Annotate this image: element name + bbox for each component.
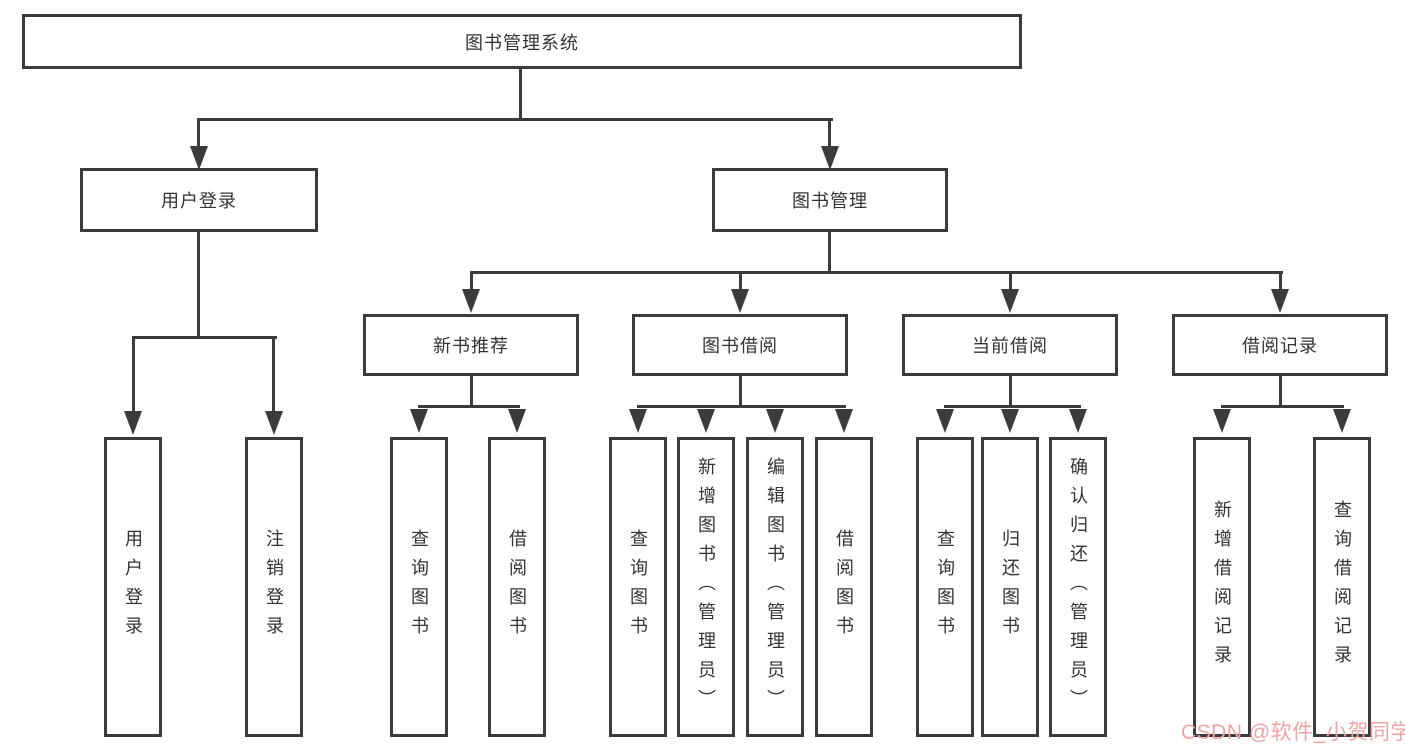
arrow-down-icon xyxy=(766,409,784,433)
leaf-label: 用户登录 xyxy=(123,529,143,645)
leaf-add-borrow-record: 新增借阅记录 xyxy=(1193,437,1251,737)
leaf-borrow-book: 借阅图书 xyxy=(815,437,873,737)
arrow-down-icon xyxy=(265,411,283,435)
leaf-confirm-return-admin: 确认归还（管理员） xyxy=(1049,437,1107,737)
node-label: 图书借阅 xyxy=(702,336,778,356)
connector-drop-borrow-records xyxy=(1279,271,1282,291)
connector-book-mgmt-stem xyxy=(828,230,831,273)
connector-current-hline xyxy=(944,405,1081,408)
connector-drop-book-borrow xyxy=(739,271,742,291)
leaf-borrow-book-recommend: 借阅图书 xyxy=(488,437,546,737)
node-root-system: 图书管理系统 xyxy=(22,14,1022,69)
leaf-label: 新增借阅记录 xyxy=(1212,500,1232,674)
node-label: 借阅记录 xyxy=(1242,336,1318,356)
node-book-borrow: 图书借阅 xyxy=(632,314,848,376)
leaf-add-book-admin: 新增图书（管理员） xyxy=(677,437,735,737)
leaf-label: 确认归还（管理员） xyxy=(1068,456,1088,718)
leaf-label: 查询图书 xyxy=(409,529,429,645)
arrow-down-icon xyxy=(1271,289,1289,313)
connector-drop-leaf-user-login xyxy=(132,336,135,414)
arrow-down-icon xyxy=(697,409,715,433)
arrow-down-icon xyxy=(190,146,208,170)
node-borrow-records: 借阅记录 xyxy=(1172,314,1388,376)
leaf-label: 查询图书 xyxy=(935,529,955,645)
connector-drop-current-borrow xyxy=(1009,271,1012,291)
connector-records-hline xyxy=(1221,405,1344,408)
leaf-query-borrow-record: 查询借阅记录 xyxy=(1313,437,1371,737)
leaf-query-book-borrow: 查询图书 xyxy=(609,437,667,737)
connector-root-stem xyxy=(519,66,522,118)
arrow-down-icon xyxy=(124,411,142,435)
connector-drop-leaf-logout xyxy=(272,336,275,414)
arrow-down-icon xyxy=(835,409,853,433)
leaf-label: 注销登录 xyxy=(264,529,284,645)
arrow-down-icon xyxy=(508,409,526,433)
arrow-down-icon xyxy=(1001,289,1019,313)
node-current-borrow: 当前借阅 xyxy=(902,314,1118,376)
node-label: 新书推荐 xyxy=(433,336,509,356)
leaf-query-book-recommend: 查询图书 xyxy=(390,437,448,737)
leaf-edit-book-admin: 编辑图书（管理员） xyxy=(746,437,804,737)
node-book-management: 图书管理 xyxy=(712,168,948,232)
connector-recommend-hline xyxy=(418,405,520,408)
node-label: 用户登录 xyxy=(161,191,237,211)
leaf-label: 新增图书（管理员） xyxy=(696,456,716,718)
connector-current-stem xyxy=(1009,374,1012,408)
arrow-down-icon xyxy=(1001,409,1019,433)
arrow-down-icon xyxy=(462,289,480,313)
node-label: 图书管理 xyxy=(792,191,868,211)
node-label: 图书管理系统 xyxy=(465,32,579,53)
leaf-label: 查询借阅记录 xyxy=(1332,500,1352,674)
arrow-down-icon xyxy=(629,409,647,433)
leaf-user-login: 用户登录 xyxy=(104,437,162,737)
arrow-down-icon xyxy=(1333,409,1351,433)
leaf-label: 编辑图书（管理员） xyxy=(765,456,785,718)
node-label: 当前借阅 xyxy=(972,336,1048,356)
connector-drop-book-management xyxy=(828,118,831,148)
node-new-book-recommend: 新书推荐 xyxy=(363,314,579,376)
leaf-return-book: 归还图书 xyxy=(981,437,1039,737)
connector-records-stem xyxy=(1279,374,1282,408)
connector-recommend-stem xyxy=(470,374,473,408)
connector-borrow-stem xyxy=(739,374,742,408)
csdn-watermark: CSDN @软件_小贺同学 xyxy=(1181,721,1405,744)
arrow-down-icon xyxy=(821,146,839,170)
node-user-login: 用户登录 xyxy=(80,168,318,232)
connector-drop-new-book xyxy=(470,271,473,291)
leaf-label: 借阅图书 xyxy=(834,529,854,645)
leaf-label: 查询图书 xyxy=(628,529,648,645)
leaf-logout-login: 注销登录 xyxy=(245,437,303,737)
arrow-down-icon xyxy=(410,409,428,433)
leaf-label: 借阅图书 xyxy=(507,529,527,645)
connector-drop-user-login xyxy=(197,118,200,148)
connector-book-mgmt-hline xyxy=(470,271,1283,274)
connector-root-hline xyxy=(197,118,833,121)
connector-user-login-hline xyxy=(132,336,277,339)
leaf-query-book-current: 查询图书 xyxy=(916,437,974,737)
leaf-label: 归还图书 xyxy=(1000,529,1020,645)
arrow-down-icon xyxy=(936,409,954,433)
connector-user-login-stem xyxy=(197,230,200,336)
arrow-down-icon xyxy=(731,289,749,313)
arrow-down-icon xyxy=(1213,409,1231,433)
arrow-down-icon xyxy=(1069,409,1087,433)
connector-borrow-hline xyxy=(637,405,846,408)
